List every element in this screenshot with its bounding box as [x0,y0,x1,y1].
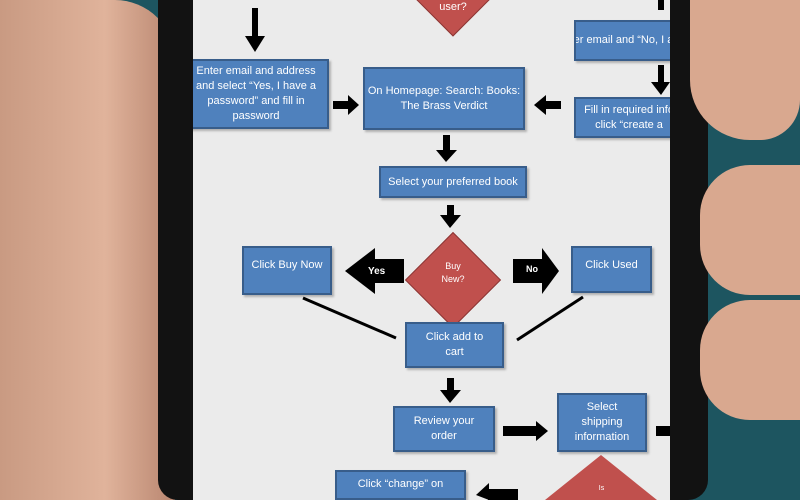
review-order-box: Review your order [393,406,495,452]
enter-email-new-box: Enter email and “No, I am a n [574,20,670,61]
buy-new-label: Buy New? [441,261,465,284]
hand-palm [0,0,175,500]
shipping-box: Select shipping information [557,393,647,452]
used-box: Click Used [571,246,652,293]
add-to-cart-box: Click add to cart [405,322,504,368]
bottom-decision-label: Is [598,485,605,492]
no-label: No [526,264,538,274]
finger [700,165,800,295]
finger [690,0,800,140]
homepage-box: On Homepage: Search: Books: The Brass Ve… [363,67,525,130]
select-book-box: Select your preferred book [379,166,527,198]
fill-required-box: Fill in required info click “create a [574,97,670,138]
enter-password-box: Enter email and address and select “Yes,… [193,59,329,129]
finger [700,300,800,420]
phone-screen: user? Enter email and address and select… [193,0,670,500]
buy-now-box: Click Buy Now [242,246,332,295]
existing-user-label: user? [439,1,467,13]
arrows [245,0,670,500]
yes-label: Yes [368,266,386,277]
change-box: Click “change” on [335,470,466,500]
